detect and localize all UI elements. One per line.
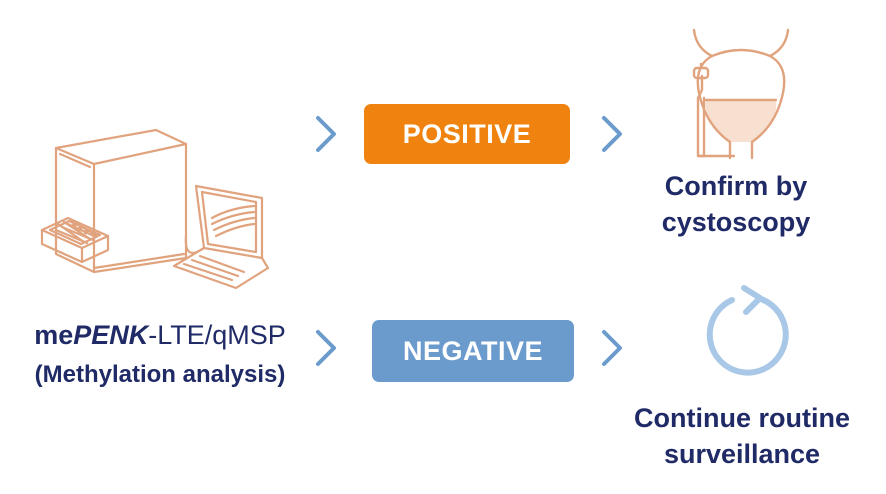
circular-arrow-icon (706, 285, 789, 376)
positive-outcome: Confirm by cystoscopy (626, 168, 846, 240)
chevron-right-icon (316, 330, 336, 366)
negative-badge: NEGATIVE (372, 320, 574, 382)
qpcr-instrument-icon (40, 128, 270, 290)
bladder-cystoscope-icon (692, 28, 790, 160)
positive-outcome-line2: cystoscopy (661, 207, 811, 237)
negative-outcome: Continue routine surveillance (610, 400, 874, 472)
negative-outcome-line1: Continue routine (634, 403, 850, 433)
chevron-right-icon (602, 116, 622, 152)
positive-badge: POSITIVE (364, 104, 570, 164)
assay-title: mePENK-LTE/qMSP (0, 318, 320, 352)
negative-outcome-line2: surveillance (663, 439, 821, 469)
chevron-right-icon (602, 330, 622, 366)
chevron-right-icon (316, 116, 336, 152)
positive-outcome-line1: Confirm by (664, 171, 808, 201)
assay-name-gene: PENK (73, 320, 149, 350)
assay-name-suffix: -LTE/qMSP (148, 320, 286, 350)
laptop-icon (172, 184, 270, 290)
assay-name-prefix: me (34, 320, 74, 350)
assay-subtitle: (Methylation analysis) (34, 361, 286, 388)
